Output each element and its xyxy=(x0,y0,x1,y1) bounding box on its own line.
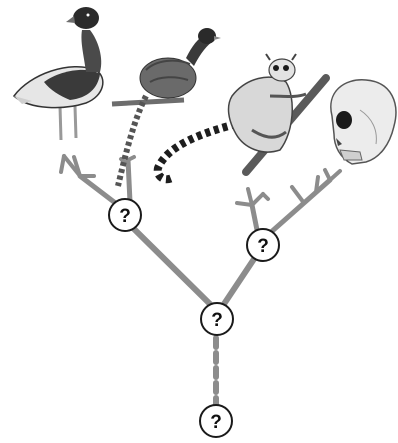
branch-to-birds xyxy=(130,225,212,306)
branch-bird-left xyxy=(80,176,118,205)
branch-to-mammals xyxy=(224,256,256,304)
node-ancestor-mammals: ? xyxy=(247,229,279,261)
node-common-ancestor: ? xyxy=(201,303,233,335)
branch-mammal-right xyxy=(270,180,330,233)
node-root-ancestor: ? xyxy=(200,405,232,437)
node-question-mark: ? xyxy=(210,412,222,433)
node-question-mark: ? xyxy=(119,206,131,227)
skull-icon xyxy=(331,80,396,164)
branch-mammal-left xyxy=(252,205,257,230)
duck-icon xyxy=(14,7,103,140)
node-question-mark: ? xyxy=(211,310,223,331)
tree-branches xyxy=(61,156,340,404)
node-question-mark: ? xyxy=(257,236,269,257)
node-ancestor-birds: ? xyxy=(109,199,141,231)
